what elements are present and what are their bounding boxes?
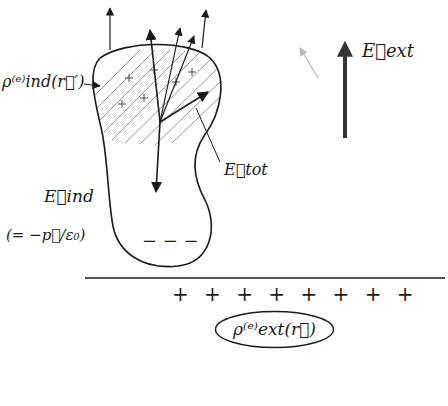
field-line: [202, 10, 206, 48]
field-arrow: [160, 36, 194, 122]
induced-field-arrow: [156, 122, 160, 192]
field-line-faint: [300, 48, 318, 78]
charge-signs: + + + + + + + +: [172, 282, 414, 306]
external-field-arrow: [343, 44, 347, 138]
formula-label: (= −p⃗/ε₀): [6, 226, 85, 244]
charge-hatching: [95, 50, 222, 145]
field-arrow: [150, 30, 160, 122]
field-label: E⃗tot: [224, 160, 268, 179]
charge-density-label: ρ⁽ᵉ⁾ext(r⃗): [233, 319, 316, 339]
dielectric-body: [93, 45, 221, 267]
field-line: [109, 8, 110, 50]
leader-line: [84, 84, 100, 86]
circled-charge-density: ρ⁽ᵉ⁾ext(r⃗): [214, 310, 335, 349]
leader-line: [196, 108, 220, 162]
charge-density-label: ρ⁽ᵉ⁾ind(r⃗′): [2, 72, 85, 91]
field-arrow: [160, 28, 180, 122]
field-label: E⃗ext: [362, 40, 414, 62]
total-field-arrow: [160, 92, 208, 122]
field-label: E⃗ind: [44, 186, 94, 206]
surface-line: [85, 277, 445, 278]
ellipse-outline: [216, 312, 334, 348]
charge-signs: − − −: [142, 230, 199, 252]
